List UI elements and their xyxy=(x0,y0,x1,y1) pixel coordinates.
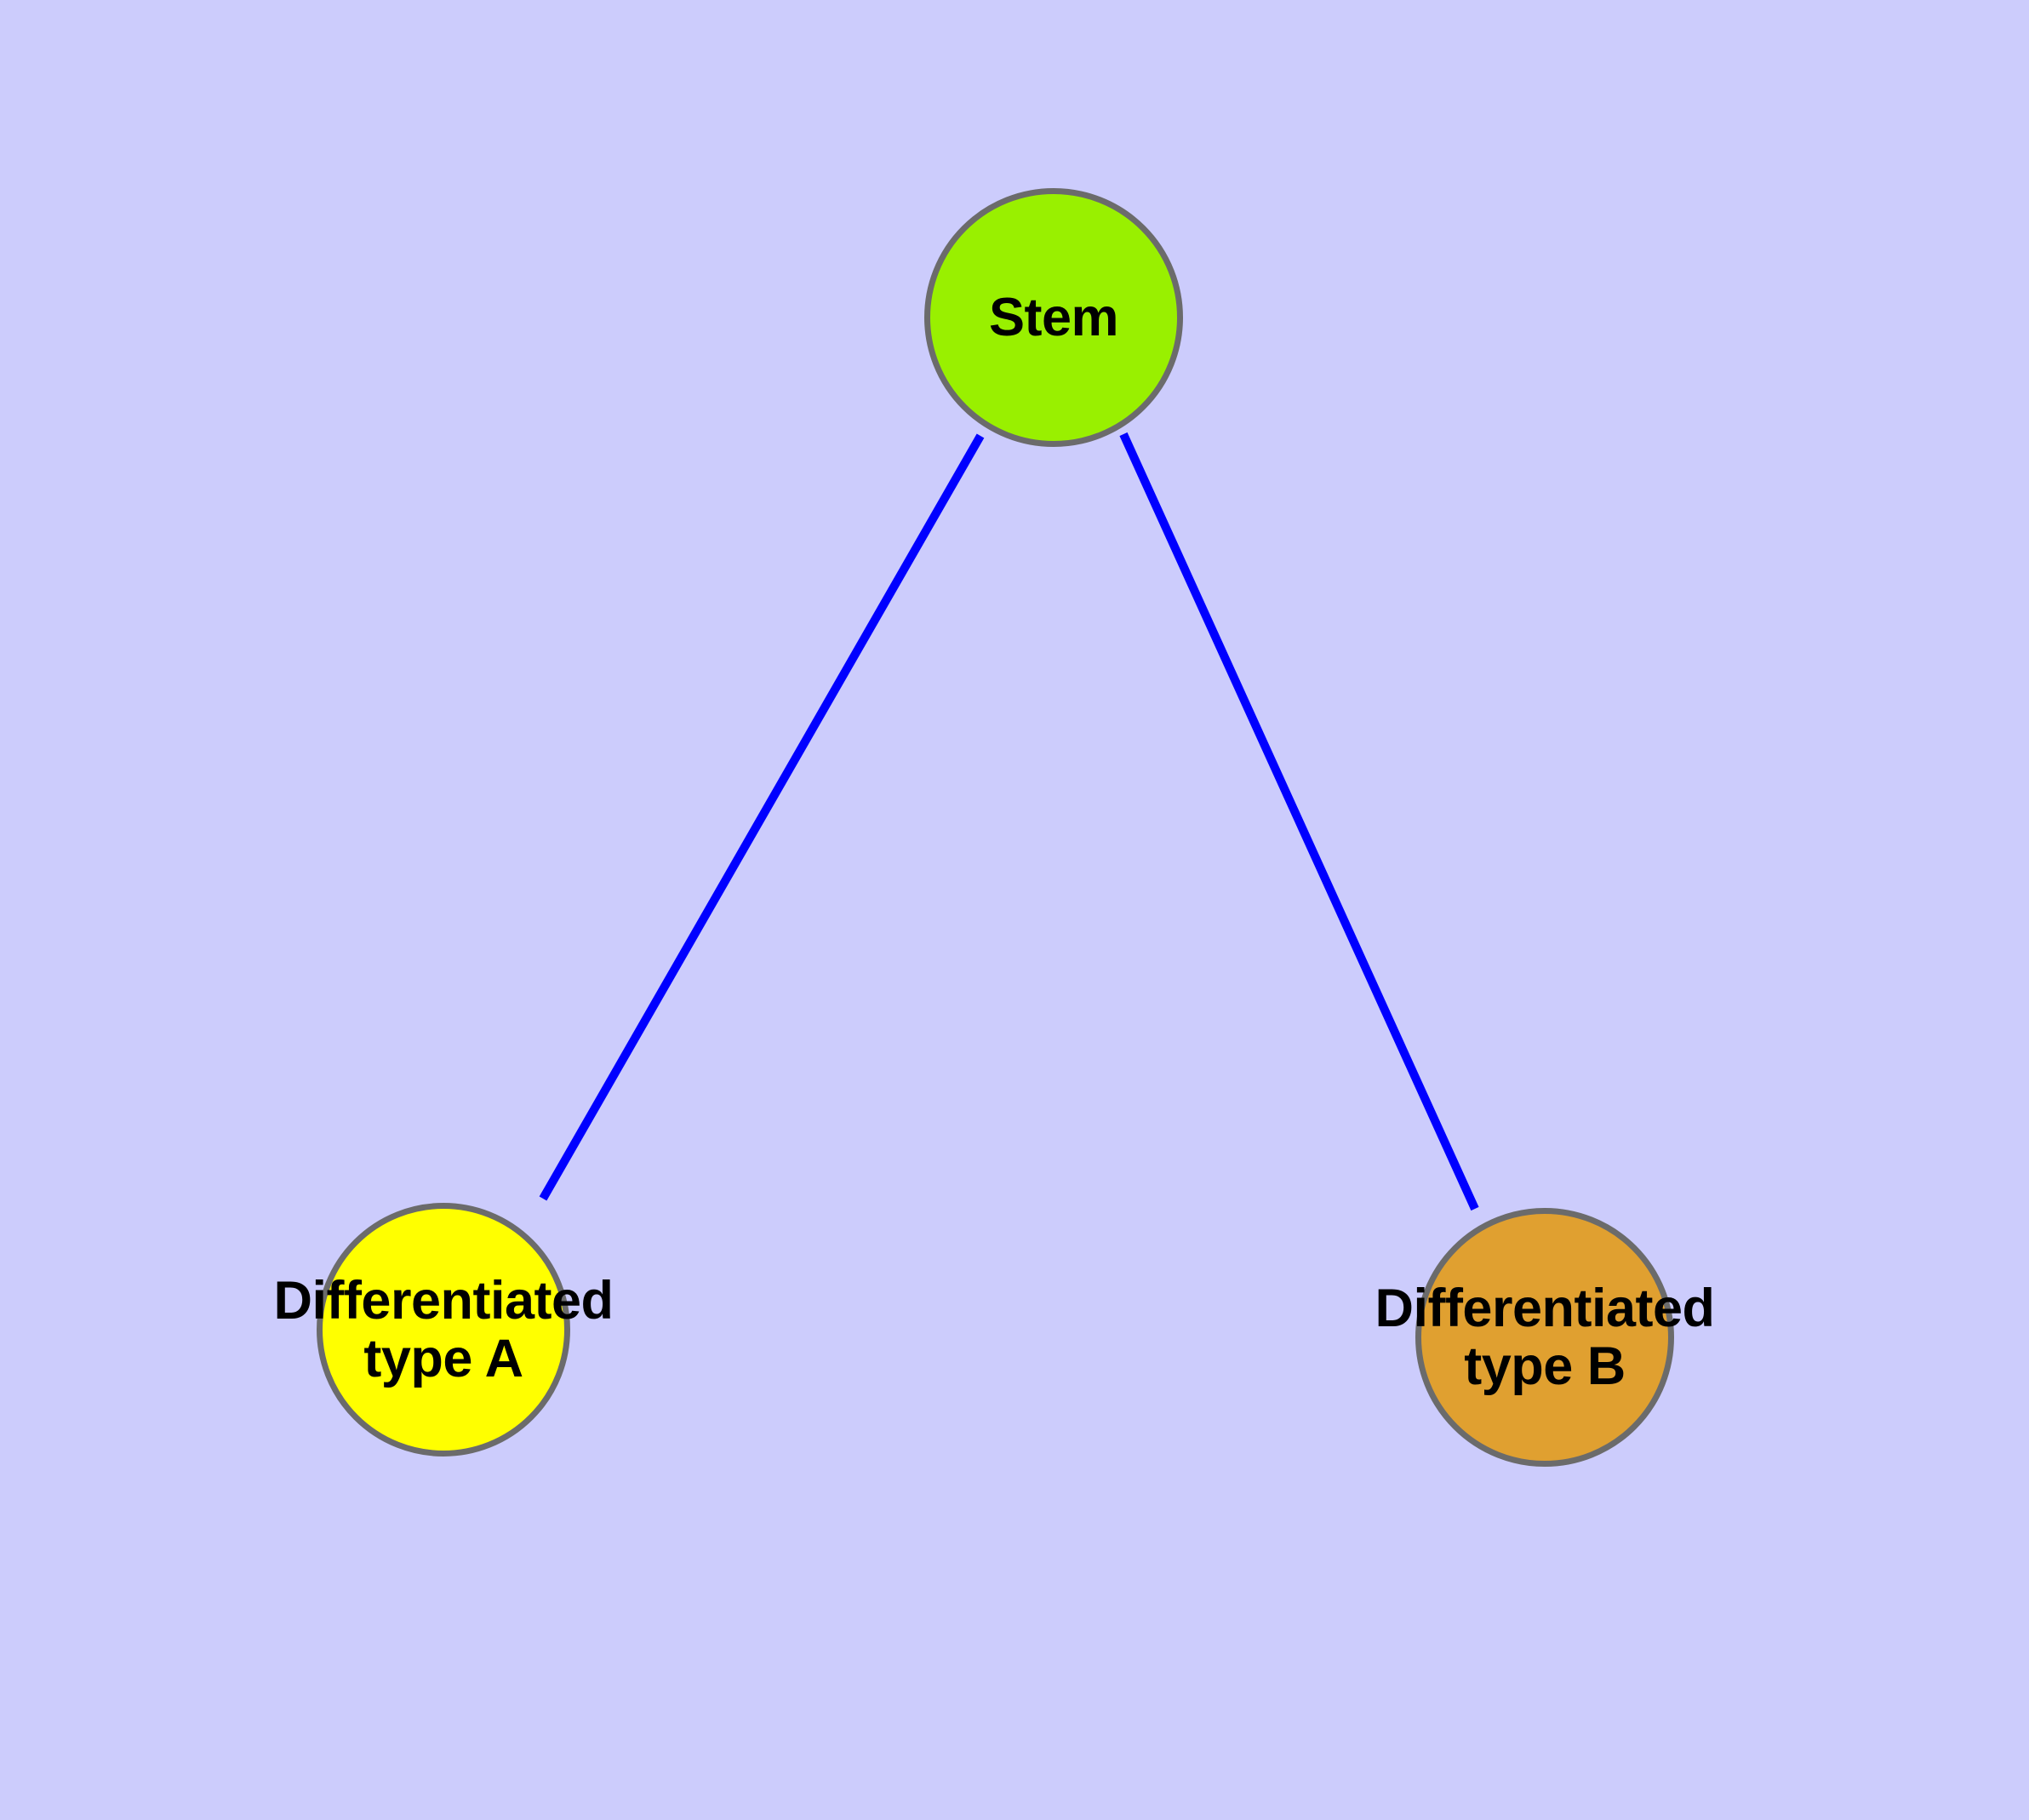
node-circle-stem xyxy=(924,188,1183,447)
node-circle-diff_b xyxy=(1415,1208,1674,1467)
node-label-diff_a: Differentiated type A xyxy=(273,1270,614,1388)
edge-stem-to-a[interactable] xyxy=(539,433,985,1201)
node-stem[interactable]: Stem xyxy=(924,188,1183,447)
node-label-stem: Stem xyxy=(988,287,1119,347)
node-diff_a[interactable]: Differentiated type A xyxy=(273,1203,614,1457)
edge-stem-to-b[interactable] xyxy=(1119,432,1479,1211)
node-label-diff_b: Differentiated type B xyxy=(1375,1278,1715,1396)
node-circle-diff_a xyxy=(317,1203,570,1457)
node-diff_b[interactable]: Differentiated type B xyxy=(1375,1208,1715,1467)
